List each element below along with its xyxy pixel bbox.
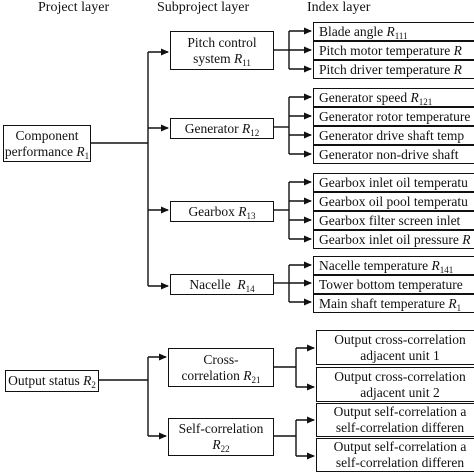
project-r1-symbol: R <box>76 143 85 159</box>
subproject-r11-subscript: 11 <box>242 57 251 68</box>
index-symbol: R <box>386 23 395 39</box>
header-subproject-layer: Subproject layer <box>157 0 250 15</box>
index-line1: Output self-correlation a <box>333 439 467 454</box>
index-box-r134: Gearbox inlet oil pressure R <box>313 230 474 249</box>
index-line1: Output cross-correlation <box>334 368 466 384</box>
index-label: Gearbox inlet oil temperatu <box>319 174 468 190</box>
index-symbol: R <box>453 61 462 77</box>
subproject-r21-line1: Cross- <box>203 351 239 367</box>
index-box-r133: Gearbox filter screen inlet <box>313 211 474 230</box>
index-subscript: 111 <box>394 30 408 41</box>
index-box-r112: Pitch motor temperature R <box>313 41 474 60</box>
header-project-layer: Project layer <box>38 0 110 15</box>
index-line1: Output cross-correlation <box>334 331 466 347</box>
index-label: Main shaft temperature <box>319 295 445 311</box>
subproject-r14-subscript: 14 <box>245 283 255 294</box>
index-line2: self-correlation differen <box>335 455 465 470</box>
subproject-r11-line1: Pitch control <box>187 34 257 50</box>
subproject-r21-symbol: R <box>243 367 252 383</box>
index-box-r143: Main shaft temperature R1 <box>313 294 474 313</box>
subproject-r22-line1: Self-correlation <box>178 421 264 436</box>
index-label: Pitch motor temperature <box>319 42 451 58</box>
index-label: Gearbox filter screen inlet <box>319 212 461 228</box>
index-box-r122: Generator rotor temperature <box>313 107 474 126</box>
index-line2: adjacent unit 2 <box>360 384 440 400</box>
subproject-box-r14: Nacelle R14 <box>170 274 274 295</box>
index-label: Pitch driver temperature <box>319 61 451 77</box>
subproject-r13-symbol: R <box>238 203 247 219</box>
index-subscript: 141 <box>439 264 454 275</box>
index-box-r211: Output cross-correlation adjacent unit 1 <box>316 330 474 365</box>
index-box-r221: Output self-correlation a self-correlati… <box>316 403 474 437</box>
subproject-box-r11: Pitch control system R11 <box>170 31 274 70</box>
subproject-box-r12: Generator R12 <box>170 118 274 139</box>
index-label: Nacelle temperature <box>319 257 429 273</box>
index-box-r124: Generator non-drive shaft <box>313 145 474 164</box>
index-box-r142: Tower bottom temperature <box>313 275 474 294</box>
project-r1-line2: performance <box>4 143 74 159</box>
project-r2-line1: Output status <box>8 373 80 388</box>
index-box-r113: Pitch driver temperature R <box>313 60 474 79</box>
subproject-r11-line2: system <box>193 50 231 66</box>
subproject-r12-symbol: R <box>242 120 251 136</box>
project-box-r2: Output status R2 <box>5 370 99 392</box>
index-label: Generator drive shaft temp <box>319 127 465 143</box>
index-label: Generator rotor temperature <box>319 108 471 124</box>
index-symbol: R <box>462 231 471 247</box>
index-box-r111: Blade angle R111 <box>313 22 474 41</box>
index-symbol: R <box>410 89 419 105</box>
subproject-r21-subscript: 21 <box>251 374 261 385</box>
subproject-r22-symbol: R <box>212 437 221 452</box>
index-subscript: 121 <box>418 96 433 107</box>
project-r2-symbol: R <box>83 373 92 388</box>
project-r1-subscript: 1 <box>84 150 90 161</box>
subproject-r11-symbol: R <box>233 50 243 66</box>
index-label: Generator speed <box>319 89 408 105</box>
index-label: Gearbox oil pool temperatu <box>319 193 468 209</box>
project-box-r1: Component performance R1 <box>3 125 91 162</box>
index-subscript: 1 <box>456 302 462 313</box>
subproject-r14-label: Nacelle <box>189 276 231 292</box>
header-index-layer: Index layer <box>307 0 371 15</box>
index-label: Tower bottom temperature <box>319 276 463 292</box>
index-label: Gearbox inlet oil pressure <box>319 231 459 247</box>
subproject-box-r22: Self-correlation R22 <box>168 418 274 456</box>
subproject-r13-label: Gearbox <box>188 203 235 219</box>
index-box-r131: Gearbox inlet oil temperatu <box>313 173 474 192</box>
index-label: Blade angle <box>319 23 384 39</box>
index-symbol: R <box>431 257 440 273</box>
project-r1-line1: Component <box>15 127 79 143</box>
index-symbol: R <box>448 295 457 311</box>
index-line1: Output self-correlation a <box>333 404 467 419</box>
subproject-r12-label: Generator <box>184 120 239 136</box>
index-box-r212: Output cross-correlation adjacent unit 2 <box>316 367 474 402</box>
subproject-r14-symbol: R <box>237 276 246 292</box>
index-line2: adjacent unit 1 <box>360 347 440 363</box>
subproject-r12-subscript: 12 <box>250 127 260 138</box>
subproject-r21-line2: correlation <box>181 367 240 383</box>
index-label: Generator non-drive shaft <box>319 146 459 162</box>
index-box-r121: Generator speed R121 <box>313 88 474 107</box>
index-line2: self-correlation differen <box>335 420 465 435</box>
index-box-r132: Gearbox oil pool temperatu <box>313 192 474 211</box>
index-box-r123: Generator drive shaft temp <box>313 126 474 145</box>
subproject-box-r13: Gearbox R13 <box>170 201 274 222</box>
project-r2-subscript: 2 <box>91 380 96 390</box>
index-box-r222: Output self-correlation a self-correlati… <box>316 438 474 472</box>
subproject-r22-subscript: 22 <box>220 444 230 454</box>
subproject-box-r21: Cross- correlation R21 <box>168 348 274 387</box>
index-box-r141: Nacelle temperature R141 <box>313 256 474 275</box>
subproject-r13-subscript: 13 <box>246 210 256 221</box>
index-symbol: R <box>453 42 462 58</box>
